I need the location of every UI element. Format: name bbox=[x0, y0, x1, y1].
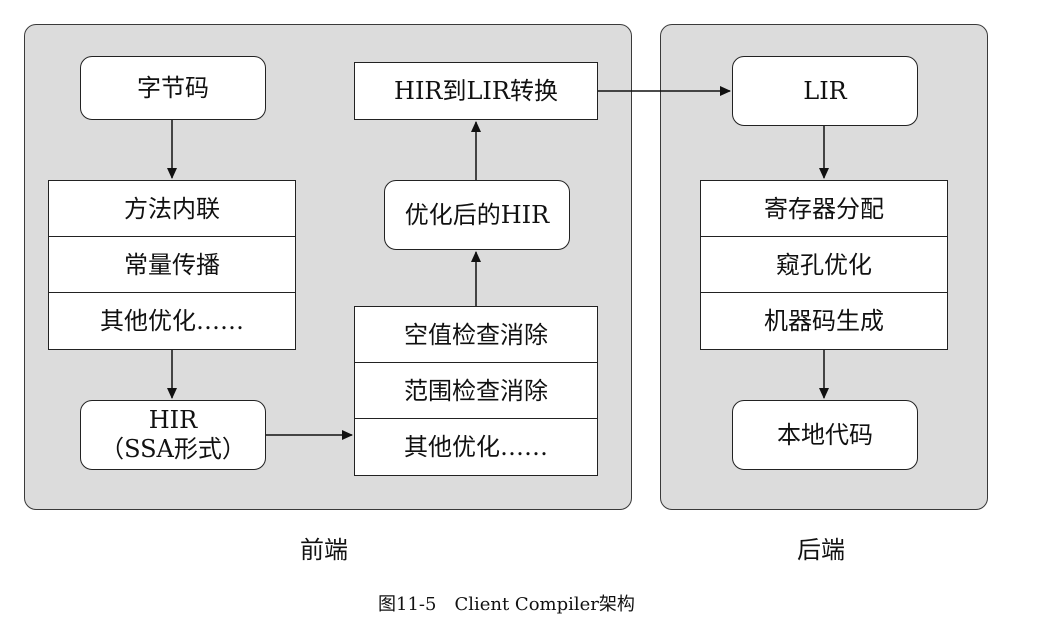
other-optimizations-node-2: 其他优化…… bbox=[354, 418, 598, 476]
hir-to-lir-node: HIR到LIR转换 bbox=[354, 62, 598, 120]
range-check-elimination-node: 范围检查消除 bbox=[354, 362, 598, 420]
frontend-label: 前端 bbox=[300, 536, 348, 564]
null-check-elimination-node: 空值检查消除 bbox=[354, 306, 598, 364]
hir-label: HIR bbox=[148, 406, 198, 435]
figure-caption: 图11-5 Client Compiler架构 bbox=[378, 594, 635, 615]
hir-ssa-node: HIR （SSA形式） bbox=[80, 400, 266, 470]
bytecode-node: 字节码 bbox=[80, 56, 266, 120]
register-allocation-node: 寄存器分配 bbox=[700, 180, 948, 238]
optimized-hir-node: 优化后的HIR bbox=[384, 180, 570, 250]
method-inlining-node: 方法内联 bbox=[48, 180, 296, 238]
other-optimizations-node-1: 其他优化…… bbox=[48, 292, 296, 350]
machine-code-generation-node: 机器码生成 bbox=[700, 292, 948, 350]
ssa-form-label: （SSA形式） bbox=[100, 435, 246, 463]
peephole-optimization-node: 窥孔优化 bbox=[700, 236, 948, 294]
constant-propagation-node: 常量传播 bbox=[48, 236, 296, 294]
native-code-node: 本地代码 bbox=[732, 400, 918, 470]
backend-label: 后端 bbox=[797, 536, 845, 564]
lir-node: LIR bbox=[732, 56, 918, 126]
